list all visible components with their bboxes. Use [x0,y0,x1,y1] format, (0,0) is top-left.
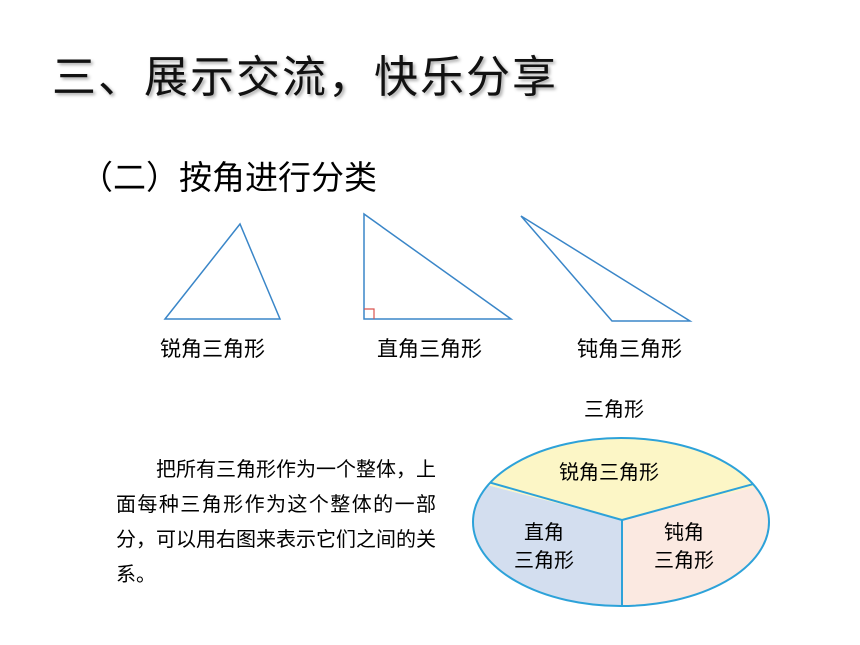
ellipse-diagram [473,438,769,606]
obtuse-triangle-label: 钝角三角形 [577,337,682,361]
page-title: 三、展示交流，快乐分享 [52,52,558,103]
diagram-title: 三角形 [584,397,644,421]
acute-triangle [163,222,282,320]
explanation-paragraph: 把所有三角形作为一个整体，上面每种三角形作为这个整体的一部分，可以用右图来表示它… [116,457,436,586]
region-acute-label: 锐角三角形 [559,460,659,484]
acute-triangle-label: 锐角三角形 [160,337,265,361]
section-subtitle: （二）按角进行分类 [80,158,377,197]
region-obtuse-label: 钝角 三角形 [654,520,714,572]
region-right-label: 直角 三角形 [514,520,574,572]
right-triangle [363,212,514,320]
right-angle-mark [364,308,375,319]
ellipse-outline [472,437,770,607]
obtuse-triangle [520,215,693,322]
right-triangle-label: 直角三角形 [377,337,482,361]
